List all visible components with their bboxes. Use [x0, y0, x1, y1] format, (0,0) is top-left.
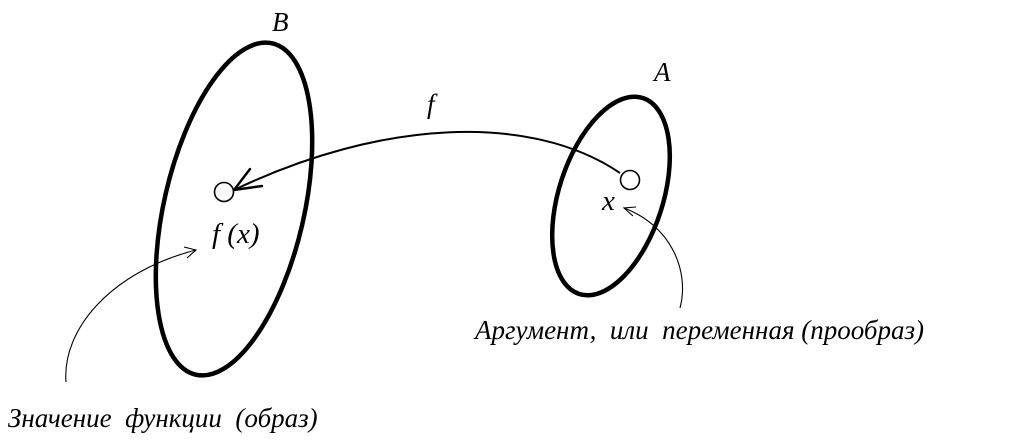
set-a-ellipse: [549, 94, 673, 298]
image-leader-line: [65, 249, 197, 383]
argument-caption: Аргумент, или переменная (прообраз): [473, 315, 924, 345]
function-label: f: [427, 89, 438, 119]
image-caption: Значение функции (образ): [8, 403, 318, 433]
image-point: [213, 181, 235, 203]
argument-leader-arrowhead: [622, 206, 637, 217]
image-leader-arrowhead: [183, 246, 198, 259]
argument-leader-line: [623, 207, 684, 309]
mapping-arrow: [233, 131, 621, 191]
set-b-ellipse: [153, 40, 315, 378]
image-label: f (x): [212, 218, 260, 250]
set-a-label: A: [652, 57, 671, 87]
argument-point: [619, 169, 641, 191]
argument-label: x: [601, 185, 615, 217]
set-b-label: B: [272, 7, 289, 37]
